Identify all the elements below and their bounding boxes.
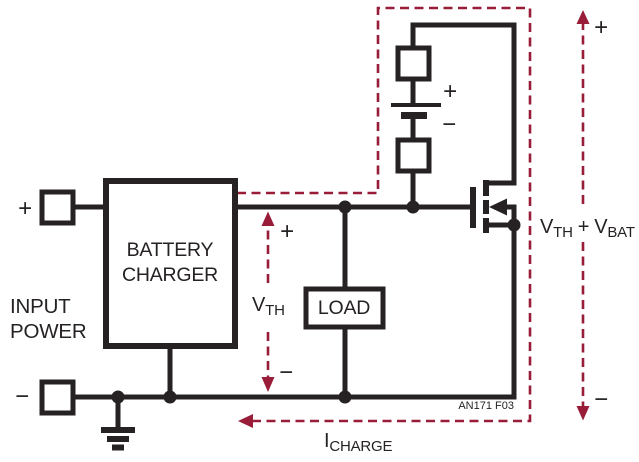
charge-loop-dashed-path: [237, 6, 532, 423]
vth-label: VTH: [252, 294, 285, 319]
battery-symbol: + −: [391, 45, 457, 174]
input-positive-terminal: [39, 189, 76, 226]
junction-dot: [163, 390, 177, 404]
input-negative-terminal: [39, 379, 76, 416]
vth-arrow-down-head-icon: [261, 377, 275, 392]
icharge-symbol: I: [324, 430, 329, 452]
icharge-label: ICHARGE: [324, 430, 393, 455]
vout-annotation: + − VTH+VBAT: [540, 10, 635, 421]
vout-plus-sign: +: [594, 14, 608, 41]
vth-plus-sign: +: [280, 218, 294, 245]
wire-bottom-rail: [73, 225, 517, 400]
vout-subscript2: BAT: [607, 224, 634, 241]
battery-charger-box: [103, 178, 238, 349]
vout-arrow-up-head-icon: [576, 10, 590, 24]
input-plus-sign: +: [18, 195, 32, 222]
input-minus-sign: −: [15, 383, 29, 410]
junction-dot: [338, 200, 352, 214]
vth-arrow-up-head-icon: [261, 211, 275, 226]
icharge-subscript: CHARGE: [329, 438, 392, 455]
mosfet-symbol: [470, 180, 517, 233]
wire-battery-loop-to-drain: [410, 22, 517, 186]
battery-plus-sign: +: [443, 78, 457, 105]
vth-symbol: V: [252, 294, 266, 316]
input-power-labels: INPUT POWER + −: [10, 195, 87, 410]
vout-arrow-down-head-icon: [576, 406, 590, 421]
vout-symbol2: V: [594, 216, 608, 238]
vth-annotation: + − VTH: [252, 211, 294, 392]
mosfet-body-arrow-icon: [489, 198, 507, 216]
input-power-label-line2: POWER: [10, 320, 86, 343]
vout-subscript1: TH: [553, 224, 573, 241]
battery-charger-label-line2: CHARGER: [122, 264, 218, 286]
junction-dots: [111, 200, 521, 404]
ground-symbol-icon: [101, 397, 135, 451]
vout-symbol1: V: [540, 216, 554, 238]
junction-dot: [507, 218, 521, 232]
battery-charger-label-line1: BATTERY: [127, 239, 214, 261]
charge-current-loop: [237, 6, 532, 428]
battery-terminal-block-bottom: [395, 137, 432, 174]
vth-subscript: TH: [265, 302, 285, 319]
load-box: [303, 286, 386, 330]
figure-note: AN171 F03: [458, 400, 514, 412]
battery-minus-sign: −: [442, 111, 456, 138]
vout-label: VTH+VBAT: [540, 216, 635, 241]
load-label: LOAD: [318, 297, 370, 319]
junction-dot: [406, 200, 420, 214]
vout-operator: +: [578, 216, 589, 238]
mosfet-body-lead: [505, 204, 517, 224]
vout-minus-sign: −: [594, 386, 608, 413]
battery-terminal-block-top: [395, 45, 432, 82]
junction-dot: [338, 390, 352, 404]
junction-dot: [111, 390, 125, 404]
charge-loop-arrowhead-icon: [238, 414, 253, 428]
input-power-label-line1: INPUT: [10, 295, 71, 318]
vth-minus-sign: −: [279, 359, 293, 386]
